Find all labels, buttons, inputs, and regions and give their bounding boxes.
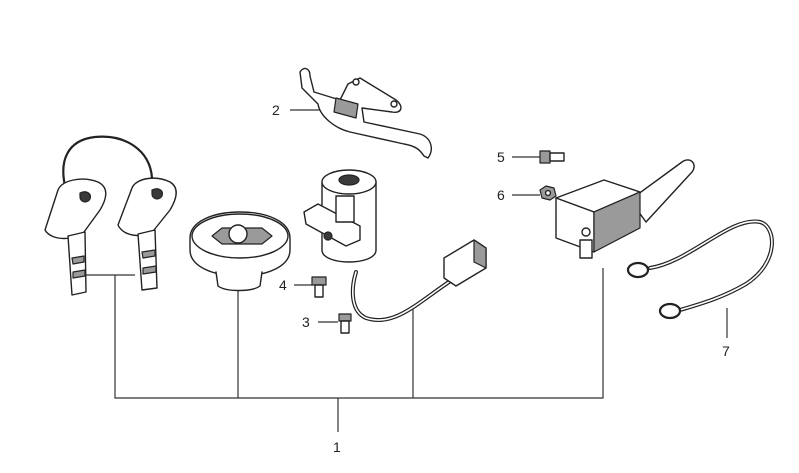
callout-7: 7 [722,343,730,359]
leader-1-bracket [114,268,604,399]
fuel-cap-lock-barrel [228,224,248,244]
key-ring [62,135,154,192]
callout-6: 6 [497,187,505,203]
callout-1: 1 [333,439,341,455]
key-left-hole [79,191,91,203]
bracket-clip [333,97,359,119]
switch-keyhole [338,174,360,186]
nut-6-hole [544,189,552,197]
key-right-hole [151,188,163,200]
bracket-body [299,67,432,159]
leader-lines [85,109,728,432]
key-right-blade [137,229,158,291]
relay-terminal [579,239,593,259]
bolt-5 [539,150,565,164]
key-left-head [44,178,107,240]
keys-with-ring [44,135,177,296]
relay-screw [581,227,591,237]
callout-3: 3 [302,314,310,330]
bolt-5-shank [549,152,565,162]
screw-3-shank [340,320,350,334]
relay-box-side [593,191,641,253]
bolt-4-shank [314,284,324,298]
switch-stem [335,195,355,223]
nut-6 [539,185,557,201]
ignition-switch [303,169,487,322]
ground-cable-eyelet-2 [658,302,682,320]
fuel-cap-neck [215,271,263,292]
ground-cable-highlight [649,220,773,311]
bracket-hole-left [352,78,360,86]
switch-mount-arm [303,203,361,247]
callout-4: 4 [279,277,287,293]
switch-wire [350,270,460,322]
relay-cable [629,159,695,223]
switch-wire-highlight [352,271,459,321]
callout-2: 2 [272,102,280,118]
bolt-4-head [311,276,327,286]
screw-3-head [338,313,352,322]
bolt-4 [311,276,327,298]
key-right-bits [141,249,157,275]
key-right-head [117,177,177,237]
switch-mount-hole [323,231,333,241]
bracket [299,67,432,159]
ground-cable-wire [648,219,774,312]
callout-labels: 1 2 3 4 5 6 7 [272,102,730,455]
key-left-bits [71,255,86,279]
callout-5: 5 [497,149,505,165]
screw-3 [338,313,352,334]
ground-cable [626,219,774,320]
switch-connector-face [473,239,487,269]
fuel-cap [189,211,291,292]
relay-unit [555,159,695,259]
bolt-5-head [539,150,551,164]
ground-cable-eyelet-1 [626,261,650,279]
bracket-hole-right [390,100,398,108]
